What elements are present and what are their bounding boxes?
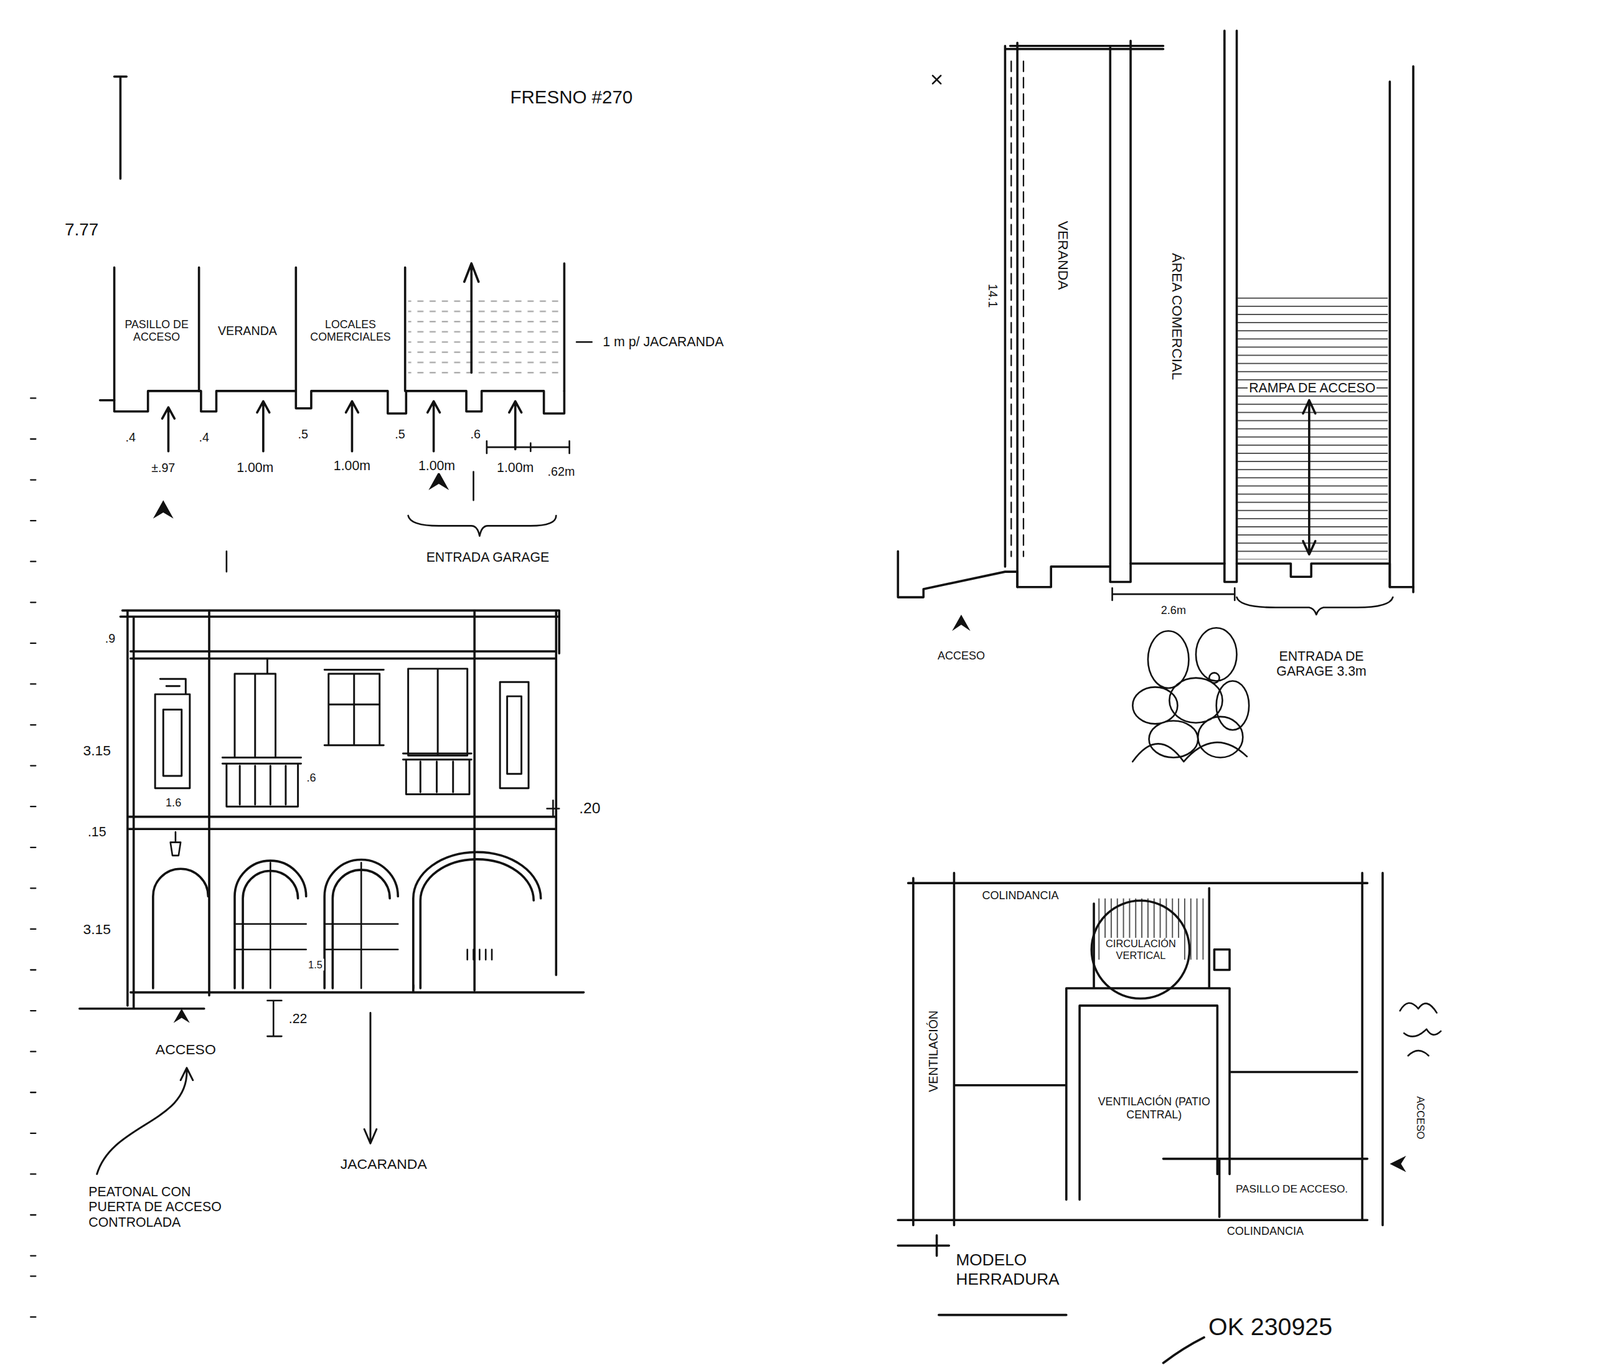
dimension-label: 7.77 bbox=[62, 219, 101, 240]
room-label: CIRCULACIÓN VERTICAL bbox=[1101, 937, 1180, 962]
plan-room: PASILLO DE ACCESO bbox=[114, 273, 199, 388]
access-symbol bbox=[173, 1008, 190, 1023]
ramp-hatch bbox=[1237, 295, 1388, 560]
tree-symbol bbox=[1400, 1002, 1442, 1056]
dimension-label: .5 bbox=[392, 426, 407, 441]
access-arrows bbox=[162, 263, 522, 452]
dimension-label: .4 bbox=[123, 429, 138, 444]
room-label: VERANDA bbox=[216, 323, 279, 339]
balcony-window bbox=[402, 668, 472, 795]
dimension-label: 1.00m bbox=[331, 457, 373, 474]
annotation: ACCESO bbox=[1414, 1094, 1427, 1142]
access-symbol bbox=[153, 499, 174, 519]
dimension-label: .6 bbox=[468, 426, 483, 441]
elevation-outline bbox=[79, 610, 584, 1008]
dimension-label: 2.6m bbox=[1159, 603, 1188, 617]
dimension-label: .5 bbox=[296, 426, 311, 441]
x-mark bbox=[932, 75, 941, 84]
annotation: PEATONAL CON PUERTA DE ACCESO CONTROLADA bbox=[86, 1184, 244, 1231]
annotation: ENTRADA DE GARAGE 3.3m bbox=[1259, 648, 1384, 679]
dimension-label: 1.00m bbox=[234, 460, 276, 476]
plan-room: VERANDA bbox=[1017, 61, 1109, 449]
dimension-label: 1.00m bbox=[494, 460, 536, 476]
annotation: ACCESO bbox=[153, 1040, 218, 1058]
room-label: VENTILACIÓN (PATIO CENTRAL) bbox=[1092, 1095, 1216, 1121]
window bbox=[324, 669, 384, 746]
dimension-label: .15 bbox=[85, 824, 109, 840]
arch-grilles bbox=[234, 862, 492, 989]
arches bbox=[153, 851, 542, 989]
plan-walls bbox=[114, 263, 565, 401]
balcony-window bbox=[222, 658, 301, 807]
plan-outline bbox=[897, 872, 1383, 1256]
room-label: VERANDA bbox=[1054, 219, 1071, 291]
dimension-label: 3.15 bbox=[80, 920, 113, 937]
room-label: PASILLO DE ACCESO bbox=[117, 318, 197, 344]
garage-hatch bbox=[408, 293, 562, 380]
patio-area: VENTILACIÓN (PATIO CENTRAL) bbox=[1090, 1008, 1219, 1208]
dimension-label: 3.15 bbox=[80, 742, 113, 759]
window-niches bbox=[155, 678, 529, 788]
room-label: ÁREA COMERCIAL bbox=[1169, 251, 1186, 382]
annotation: ACCESO bbox=[935, 648, 987, 662]
underline bbox=[938, 1314, 1205, 1363]
facade-line bbox=[897, 550, 1414, 598]
sheet-title: FRESNO #270 bbox=[508, 86, 635, 108]
annotation: COLINDANCIA bbox=[1225, 1224, 1306, 1238]
plan-room: VERANDA bbox=[201, 273, 294, 388]
dimension-label: .4 bbox=[197, 429, 212, 444]
annotation: COLINDANCIA bbox=[979, 888, 1061, 902]
tree-symbol bbox=[1132, 627, 1249, 762]
dimension-label: 1.5 bbox=[306, 958, 325, 971]
annotation: 1 m p/ JACARANDA bbox=[600, 334, 726, 350]
dimension-label: .62m bbox=[545, 464, 578, 479]
sheet-note: MODELO HERRADURA bbox=[953, 1250, 1086, 1288]
room-label: LOCALES COMERCIALES bbox=[298, 318, 403, 344]
dimension-ticks bbox=[267, 800, 560, 1036]
ramp-arrow bbox=[1303, 400, 1316, 555]
plan-room: ÁREA COMERCIAL bbox=[1132, 61, 1223, 572]
leader-line bbox=[97, 1012, 377, 1174]
dimension-label: .6 bbox=[304, 771, 318, 785]
plan-room: LOCALES COMERCIALES bbox=[296, 273, 406, 388]
access-symbol bbox=[1389, 1155, 1406, 1172]
dimension-label: .20 bbox=[577, 799, 603, 817]
dimension-line bbox=[1112, 587, 1394, 615]
tick-lines bbox=[226, 341, 593, 572]
binder-ticks bbox=[30, 397, 36, 1317]
room-label: PASILLO DE ACCESO. bbox=[1234, 1182, 1350, 1196]
dimension-label: .22 bbox=[287, 1011, 310, 1027]
room-label: RAMPA DE ACCESO bbox=[1247, 380, 1377, 396]
annotation: JACARANDA bbox=[338, 1155, 429, 1172]
approval-note: OK 230925 bbox=[1206, 1312, 1335, 1342]
stair-circle: CIRCULACIÓN VERTICAL bbox=[1089, 898, 1192, 1001]
dashed-line bbox=[1011, 61, 1024, 556]
dimension-label: 14.1 bbox=[985, 282, 1000, 310]
ramp-area: RAMPA DE ACCESO bbox=[1237, 306, 1389, 470]
brace bbox=[408, 515, 557, 537]
access-symbol bbox=[428, 471, 449, 490]
plan-walls bbox=[1004, 30, 1414, 593]
annotation: ENTRADA GARAGE bbox=[424, 549, 552, 566]
dimension-label: .9 bbox=[103, 630, 118, 645]
circle-outline bbox=[1091, 900, 1190, 998]
access-symbol bbox=[951, 614, 971, 631]
plan-room: PASILLO DE ACCESO. bbox=[1222, 1161, 1362, 1218]
lamp bbox=[170, 831, 181, 856]
dimension-label: 1.6 bbox=[163, 795, 184, 809]
dimension-line bbox=[486, 440, 570, 454]
dimension-label: ±.97 bbox=[149, 460, 177, 476]
marker-line bbox=[114, 76, 128, 179]
room-label: VENTILACIÓN bbox=[926, 1009, 941, 1094]
plan-room: VENTILACIÓN bbox=[915, 887, 952, 1215]
dimension-label: 1.00m bbox=[416, 457, 457, 474]
